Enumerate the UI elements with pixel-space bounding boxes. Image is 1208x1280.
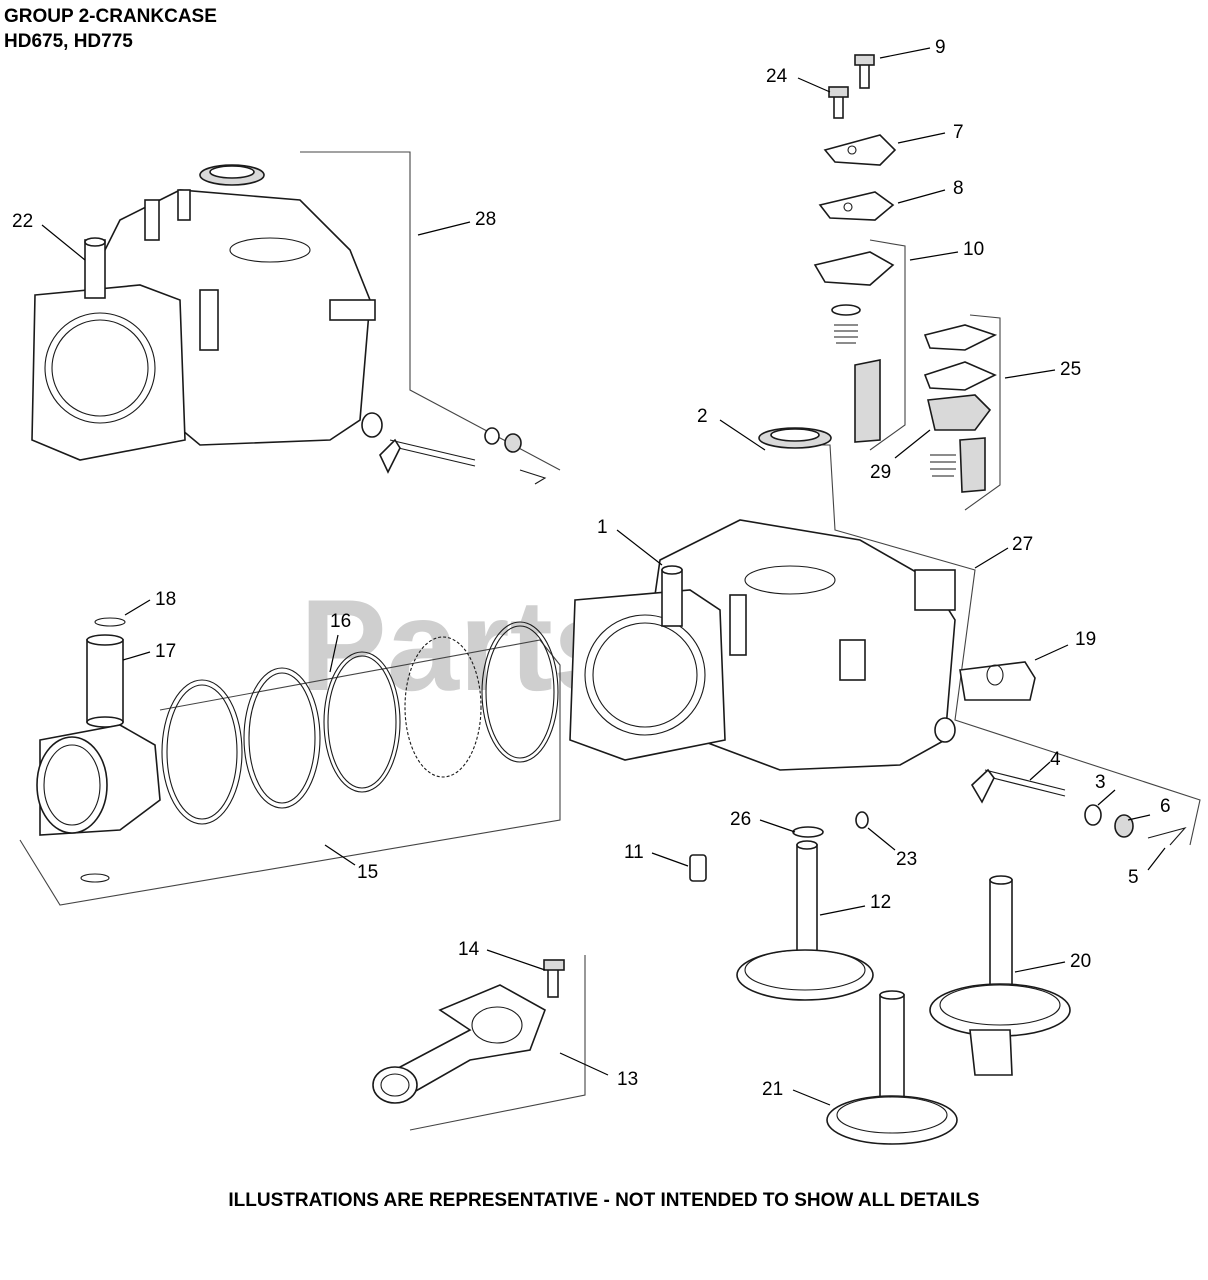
model-numbers: HD675, HD775 <box>4 31 133 52</box>
callout-16: 16 <box>330 611 351 632</box>
bracket-28 <box>300 151 561 471</box>
camshaft-21 <box>826 990 958 1145</box>
connecting-rod <box>372 959 565 1104</box>
callout-27: 27 <box>1012 534 1033 555</box>
callout-15: 15 <box>357 862 378 883</box>
crankcase-assembly-left <box>31 164 547 485</box>
callout-8: 8 <box>953 178 964 199</box>
callout-6: 6 <box>1160 796 1171 817</box>
callout-13: 13 <box>617 1069 638 1090</box>
crankcase-assembly-right <box>569 427 1187 846</box>
callout-25: 25 <box>1060 359 1081 380</box>
callout-23: 23 <box>896 849 917 870</box>
diagram-title: GROUP 2-CRANKCASE <box>4 6 217 27</box>
callout-7: 7 <box>953 122 964 143</box>
bracket-25 <box>964 314 1001 511</box>
callout-22: 22 <box>12 211 33 232</box>
callout-21: 21 <box>762 1079 783 1100</box>
dowel-pin <box>689 854 707 882</box>
callout-1: 1 <box>597 517 608 538</box>
callout-labels: 9 24 7 8 10 25 29 2 27 1 19 4 3 6 5 26 2… <box>12 37 1171 1100</box>
bracket-10 <box>869 239 906 451</box>
piston-and-rings <box>36 617 559 883</box>
camshaft-12 <box>736 840 874 1001</box>
callout-12: 12 <box>870 892 891 913</box>
leader-lines <box>41 47 1166 1106</box>
callout-18: 18 <box>155 589 176 610</box>
callout-11: 11 <box>624 842 644 863</box>
callout-19: 19 <box>1075 629 1096 650</box>
callout-2: 2 <box>697 406 708 427</box>
callout-26: 26 <box>730 809 751 830</box>
callout-17: 17 <box>155 641 176 662</box>
governor-parts-stack <box>813 54 998 493</box>
bracket-15-16 <box>19 639 561 906</box>
callout-20: 20 <box>1070 951 1091 972</box>
callout-5: 5 <box>1128 867 1139 888</box>
camshaft-20 <box>929 875 1071 1076</box>
bracket-27 <box>770 444 1201 846</box>
parts-diagram: PartsTree <box>12 37 1201 1145</box>
callout-3: 3 <box>1095 772 1106 793</box>
callout-29: 29 <box>870 462 891 483</box>
callout-10: 10 <box>963 239 984 260</box>
callout-4: 4 <box>1050 749 1061 770</box>
callout-14: 14 <box>458 939 480 960</box>
bracket-13 <box>409 955 586 1131</box>
callout-9: 9 <box>935 37 946 58</box>
disclaimer-footer: ILLUSTRATIONS ARE REPRESENTATIVE - NOT I… <box>228 1190 980 1211</box>
callout-24: 24 <box>766 66 788 87</box>
callout-28: 28 <box>475 209 496 230</box>
